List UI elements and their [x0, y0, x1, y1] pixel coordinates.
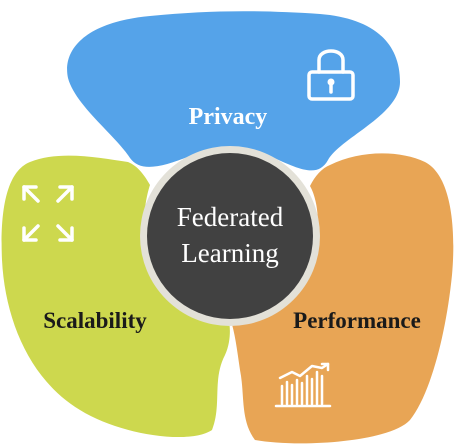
- expand-arrows-icon: [22, 185, 74, 242]
- privacy-petal: [67, 11, 400, 171]
- growth-chart-icon: [274, 362, 332, 408]
- scalability-label: Scalability: [43, 308, 147, 333]
- center-circle: [147, 153, 313, 319]
- lock-icon: [307, 49, 355, 101]
- performance-label: Performance: [293, 308, 421, 333]
- center-title-line1: Federated: [177, 202, 284, 232]
- privacy-label: Privacy: [189, 104, 268, 130]
- performance-petal: [230, 153, 454, 444]
- center-title-line2: Learning: [181, 238, 278, 268]
